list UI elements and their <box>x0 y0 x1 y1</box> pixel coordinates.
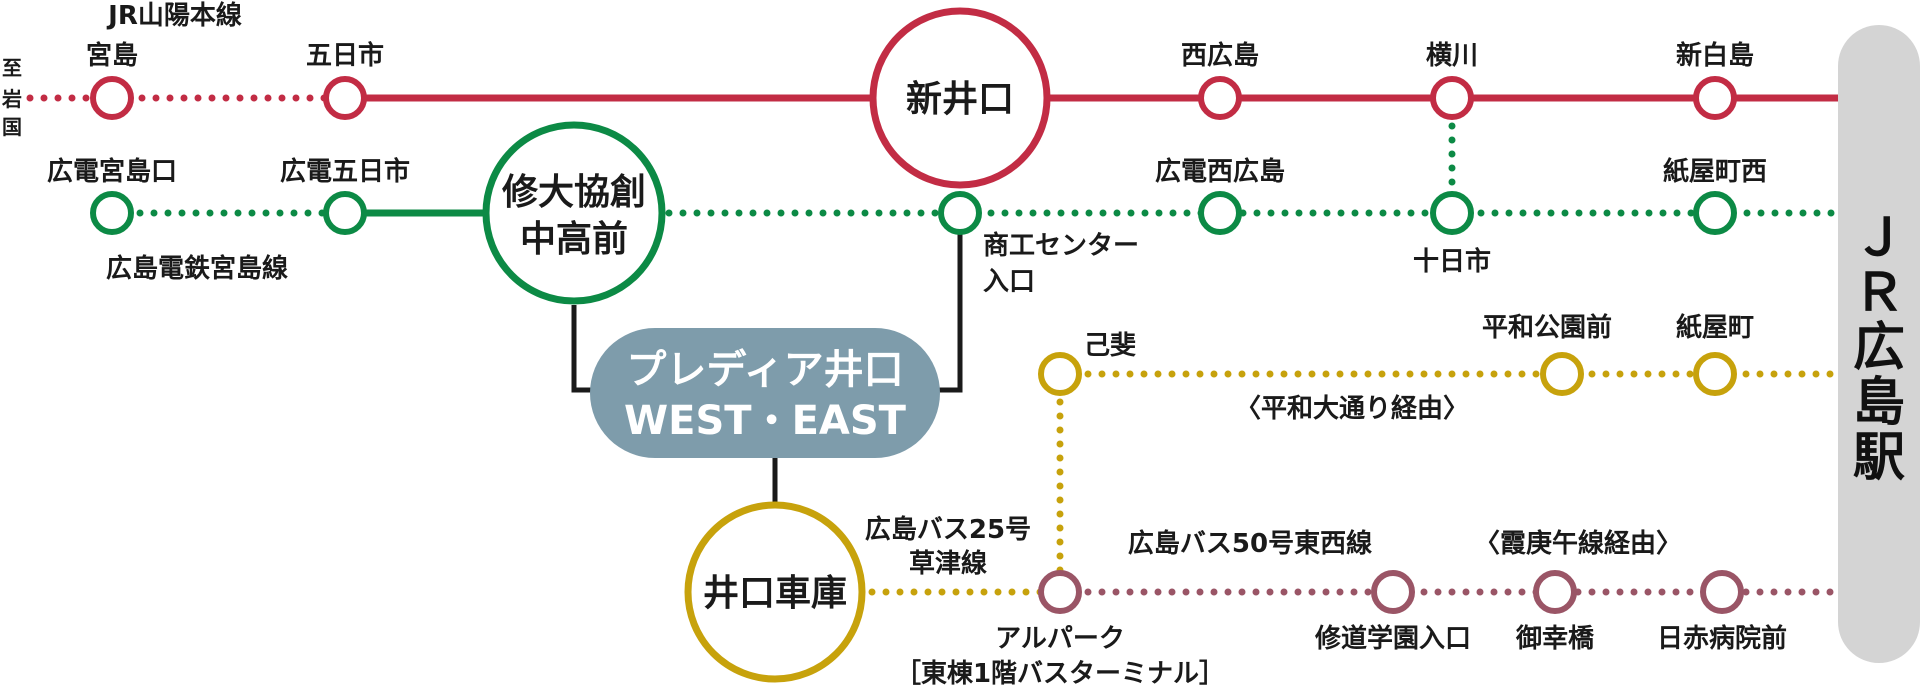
stop-kamiyacho[interactable] <box>1693 352 1737 396</box>
direction-char-1: 至 <box>2 56 22 80</box>
station-shin-inokuchi[interactable] <box>869 7 1051 189</box>
station-kamiyacho-nishi[interactable] <box>1693 191 1737 235</box>
label-shoko-1: 商工センター <box>983 230 1139 261</box>
stop-koi[interactable] <box>1038 352 1082 396</box>
label-itsukaichi: 五日市 <box>306 40 384 71</box>
station-hd-miyajimaguchi[interactable] <box>90 191 134 235</box>
stop-gokohashi[interactable] <box>1533 570 1577 614</box>
station-shoko-center[interactable] <box>938 191 982 235</box>
label-koi: 己斐 <box>1084 331 1136 361</box>
label-kamiyacho-nishi: 紙屋町西 <box>1663 156 1767 187</box>
terminal-char-4: 島 <box>1853 373 1905 433</box>
bus25-line-name-2: 草津線 <box>909 548 987 579</box>
terminal-char-2: Ｒ <box>1853 263 1905 323</box>
hub-name: プレディア井口 <box>626 347 903 393</box>
label-alpark: アルパーク <box>995 624 1125 654</box>
station-yokogawa[interactable] <box>1430 76 1474 120</box>
label-hd-nishi-hiroshima: 広電西広島 <box>1155 156 1285 187</box>
label-nisseki-byoin: 日赤病院前 <box>1657 623 1787 654</box>
label-nishi-hiroshima: 西広島 <box>1181 40 1259 71</box>
label-inokuchi-shako: 井口車庫 <box>703 573 847 614</box>
station-tokaichi[interactable] <box>1430 191 1474 235</box>
station-miyajima[interactable] <box>90 76 134 120</box>
direction-char-3: 国 <box>2 115 22 139</box>
station-shin-hakushima[interactable] <box>1693 76 1737 120</box>
station-nishi-hiroshima[interactable] <box>1198 76 1242 120</box>
stop-shudo-gakuen[interactable] <box>1371 570 1415 614</box>
bus25-line-name: 広島バス25号 <box>865 514 1031 545</box>
terminal-bar[interactable] <box>1838 25 1920 663</box>
label-shudai-1: 修大協創 <box>502 172 646 213</box>
label-shudai-2: 中高前 <box>520 219 628 260</box>
label-tokaichi: 十日市 <box>1413 246 1491 277</box>
label-miyajima: 宮島 <box>86 40 138 71</box>
label-shin-inokuchi: 新井口 <box>906 79 1014 120</box>
direction-char-2: 岩 <box>1 87 22 111</box>
bus50-via: 〈霞庚午線経由〉 <box>1474 528 1682 559</box>
label-heiwa-koen-mae: 平和公園前 <box>1482 312 1612 343</box>
stop-inokuchi-shako[interactable] <box>684 501 866 683</box>
label-alpark-note: ［東棟1階バスターミナル］ <box>895 659 1225 689</box>
hub-building: WEST・EAST <box>624 398 907 444</box>
label-yokogawa: 横川 <box>1426 41 1478 71</box>
station-hd-nishi-hiroshima[interactable] <box>1198 191 1242 235</box>
terminal-char-3: 広 <box>1853 318 1905 378</box>
hub-pill[interactable] <box>590 328 940 458</box>
label-shudo-gakuen: 修道学園入口 <box>1314 623 1471 654</box>
station-itsukaichi[interactable] <box>323 76 367 120</box>
bus50-line-name: 広島バス50号東西線 <box>1128 528 1372 559</box>
stop-heiwa-koen-mae[interactable] <box>1540 352 1584 396</box>
bus25-via: 〈平和大通り経由〉 <box>1235 393 1469 424</box>
label-shoko-2: 入口 <box>983 267 1035 297</box>
label-hd-miyajimaguchi: 広電宮島口 <box>47 156 177 187</box>
station-hd-itsukaichi[interactable] <box>323 191 367 235</box>
station-shudai[interactable] <box>482 121 666 305</box>
label-hd-itsukaichi: 広電五日市 <box>280 156 410 187</box>
stop-nisseki-byoin[interactable] <box>1700 570 1744 614</box>
bus25-line <box>868 370 1842 596</box>
stop-alpark[interactable] <box>1038 570 1082 614</box>
jr-line-name: JR山陽本線 <box>106 0 242 31</box>
label-kamiyacho: 紙屋町 <box>1676 312 1754 343</box>
connector-shoko-hub <box>936 230 963 393</box>
terminal-char-5: 駅 <box>1853 428 1905 488</box>
label-gokohashi: 御幸橋 <box>1515 623 1595 654</box>
terminal-char-1: Ｊ <box>1853 208 1905 268</box>
label-shin-hakushima: 新白島 <box>1676 40 1754 71</box>
tram-line-name: 広島電鉄宮島線 <box>106 253 288 284</box>
